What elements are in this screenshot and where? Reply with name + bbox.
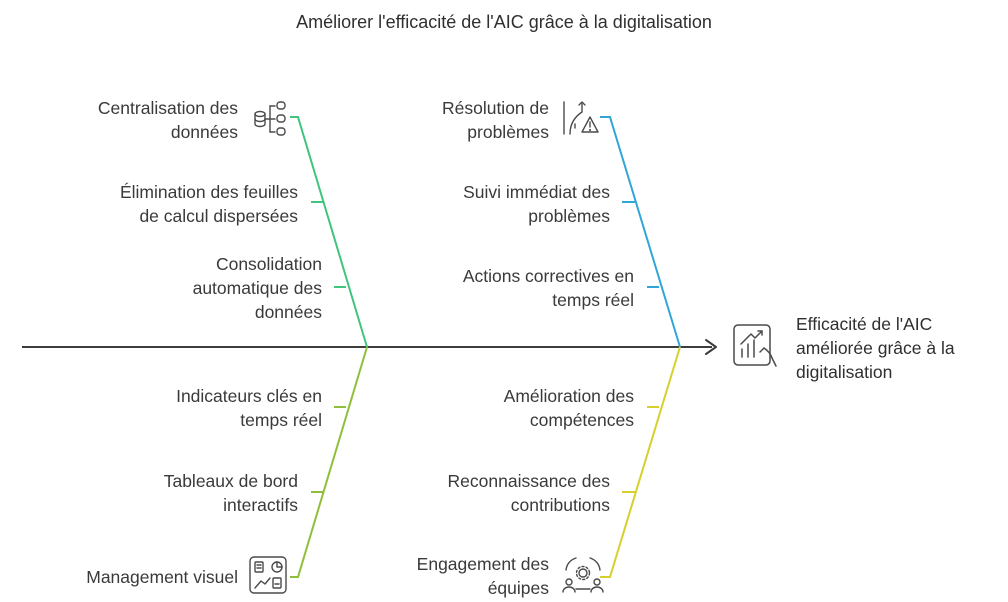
cause-engagement: Engagement des équipes xyxy=(417,552,549,600)
cause-line: Consolidation xyxy=(215,254,322,274)
cause-centralisation: Centralisation des données xyxy=(98,96,238,144)
visual-dashboard-icon xyxy=(249,556,287,594)
cause-line: automatique des xyxy=(192,278,322,298)
branch-top-left xyxy=(290,116,368,348)
cause-line: Suivi immédiat des xyxy=(463,182,610,202)
cause-line: équipes xyxy=(487,578,549,598)
cause-line: Engagement des xyxy=(416,554,549,574)
cause-line: Amélioration des xyxy=(503,386,634,406)
branch-bottom-right xyxy=(600,346,681,578)
cause-line: Tableaux de bord xyxy=(163,471,298,491)
cause-line: problèmes xyxy=(528,206,610,226)
cause-line: temps réel xyxy=(240,410,322,430)
cause-actions: Actions correctives en temps réel xyxy=(463,264,634,312)
cause-line: compétences xyxy=(529,410,634,430)
cause-suivi: Suivi immédiat des problèmes xyxy=(463,180,610,228)
cause-indicateurs: Indicateurs clés en temps réel xyxy=(176,384,322,432)
effect-line: Efficacité de l'AIC xyxy=(796,314,933,334)
cause-line: interactifs xyxy=(223,495,298,515)
cause-reconnaissance: Reconnaissance des contributions xyxy=(448,469,610,517)
cause-line: Management visuel xyxy=(86,567,238,587)
cause-line: Résolution de xyxy=(441,98,549,118)
cause-line: problèmes xyxy=(467,122,549,142)
data-centralization-icon xyxy=(254,101,286,136)
cause-line: temps réel xyxy=(552,290,634,310)
team-engagement-icon xyxy=(562,557,604,593)
effect-line: améliorée grâce à la xyxy=(796,338,955,358)
problem-resolution-icon xyxy=(563,101,599,135)
cause-line: contributions xyxy=(510,495,610,515)
cause-line: Reconnaissance des xyxy=(447,471,610,491)
cause-line: de calcul dispersées xyxy=(139,206,298,226)
effect-line: digitalisation xyxy=(796,362,893,382)
cause-management: Management visuel xyxy=(86,565,238,589)
cause-line: Indicateurs clés en xyxy=(176,386,322,406)
cause-amelioration: Amélioration des compétences xyxy=(504,384,634,432)
cause-consolidation: Consolidation automatique des données xyxy=(193,252,322,324)
branch-bottom-left xyxy=(290,346,368,578)
cause-line: Élimination des feuilles xyxy=(119,182,298,202)
cause-resolution: Résolution de problèmes xyxy=(442,96,549,144)
chart-analysis-icon xyxy=(733,324,777,367)
branch-top-right xyxy=(600,116,681,348)
cause-line: Centralisation des xyxy=(97,98,238,118)
diagram-title: Améliorer l'efficacité de l'AIC grâce à … xyxy=(296,12,712,32)
cause-line: données xyxy=(170,122,238,142)
cause-elimination: Élimination des feuilles de calcul dispe… xyxy=(120,180,298,228)
effect-label: Efficacité de l'AIC améliorée grâce à la… xyxy=(796,312,996,384)
spine-arrowhead xyxy=(705,339,717,355)
cause-line: données xyxy=(254,302,322,322)
cause-line: Actions correctives en xyxy=(462,266,634,286)
cause-tableaux: Tableaux de bord interactifs xyxy=(164,469,298,517)
